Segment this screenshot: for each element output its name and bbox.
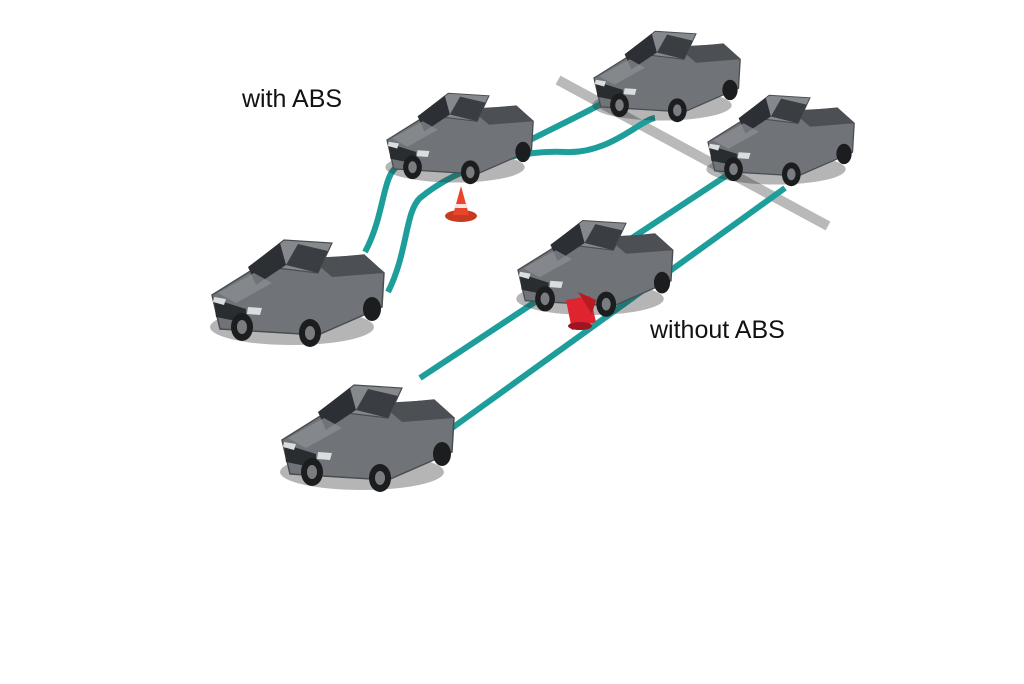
truck-with-abs-start <box>209 239 385 348</box>
with-abs-label: with ABS <box>242 85 343 113</box>
truck-with-abs-swerve <box>384 92 534 185</box>
without-abs-label: without ABS <box>650 316 785 344</box>
truck-with-abs-end <box>591 30 741 123</box>
traffic-cone-icon <box>445 186 477 222</box>
truck-without-abs-start <box>279 384 455 493</box>
traffic-cone-hit-icon <box>566 292 596 330</box>
